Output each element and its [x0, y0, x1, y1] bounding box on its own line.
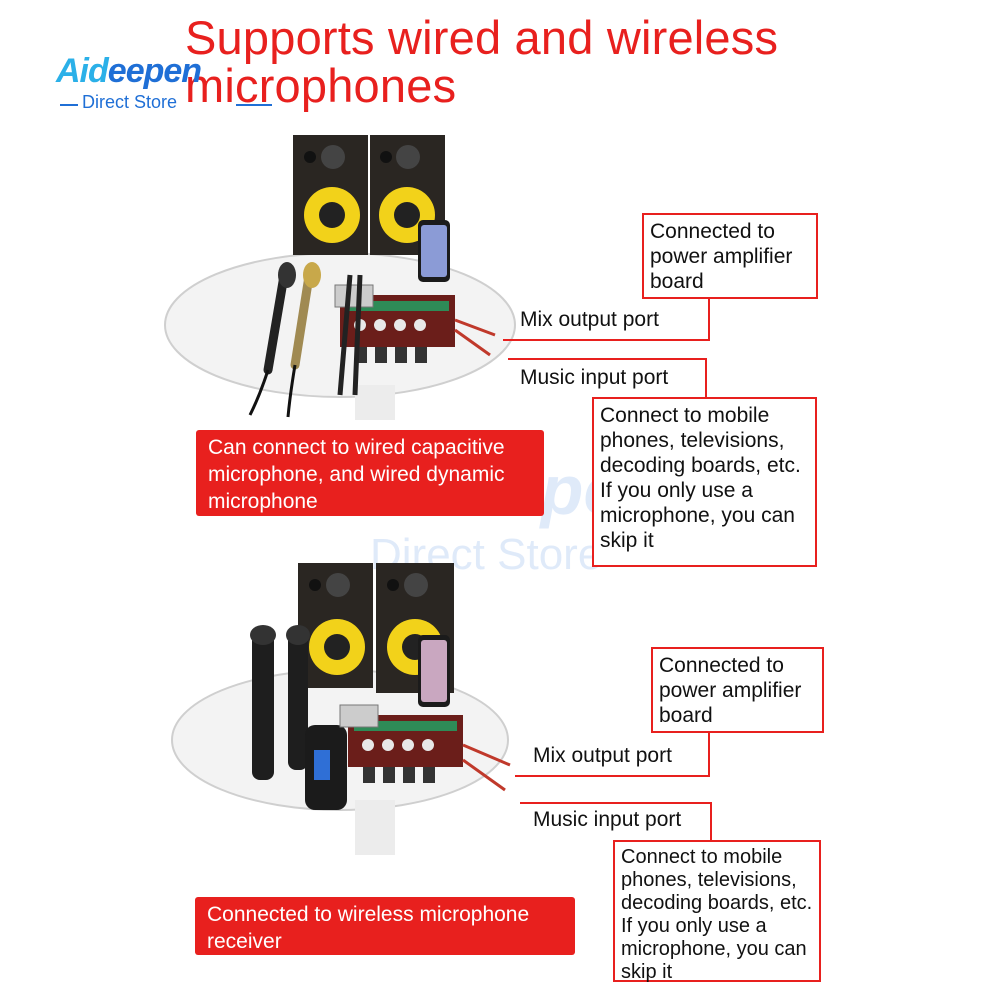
page-title: Supports wired and wireless microphones	[185, 11, 779, 112]
wireless-receiver-caption: Connected to wireless microphone receive…	[195, 897, 575, 955]
speaker-left-icon	[293, 135, 368, 255]
table-stand	[355, 385, 395, 420]
music-input-bracket	[508, 358, 707, 398]
mixer-board-icon	[334, 274, 455, 396]
music-input-label-2: Music input port	[533, 808, 682, 831]
wired-setup-illustration	[150, 125, 530, 420]
mix-output-bracket-2	[515, 733, 710, 777]
logo-divider-right	[236, 104, 272, 106]
logo-divider-left	[60, 104, 78, 106]
brand-logo: Aideepen Direct Store	[56, 52, 286, 114]
wired-microphone-icon	[248, 262, 321, 418]
wireless-setup-illustration	[150, 555, 530, 855]
logo-wordmark: Aideepen	[56, 52, 202, 90]
mixer-board-icon	[339, 704, 463, 783]
phone-icon	[418, 220, 450, 282]
music-input-label: Music input port	[520, 366, 669, 389]
connect-devices-label-2: Connect to mobile phones, televisions, d…	[613, 840, 821, 983]
mix-output-label-2: Mix output port	[533, 744, 672, 767]
logo-store-text: Direct Store	[82, 92, 178, 112]
table-stand	[355, 800, 395, 855]
wireless-receiver-icon	[305, 725, 347, 810]
mix-output-bracket	[503, 299, 710, 341]
connect-devices-label: Connect to mobile phones, televisions, d…	[592, 397, 817, 567]
mix-output-label: Mix output port	[520, 308, 659, 331]
power-amplifier-label: Connected to power amplifier board	[642, 213, 818, 299]
speaker-right-icon	[376, 563, 454, 693]
wireless-microphone-icon	[250, 625, 310, 780]
phone-icon	[418, 635, 450, 707]
speaker-left-icon	[298, 563, 373, 688]
power-amplifier-label-2: Connected to power amplifier board	[651, 647, 824, 733]
wired-microphone-caption: Can connect to wired capacitive micropho…	[196, 430, 544, 516]
music-input-bracket-2	[520, 802, 712, 842]
